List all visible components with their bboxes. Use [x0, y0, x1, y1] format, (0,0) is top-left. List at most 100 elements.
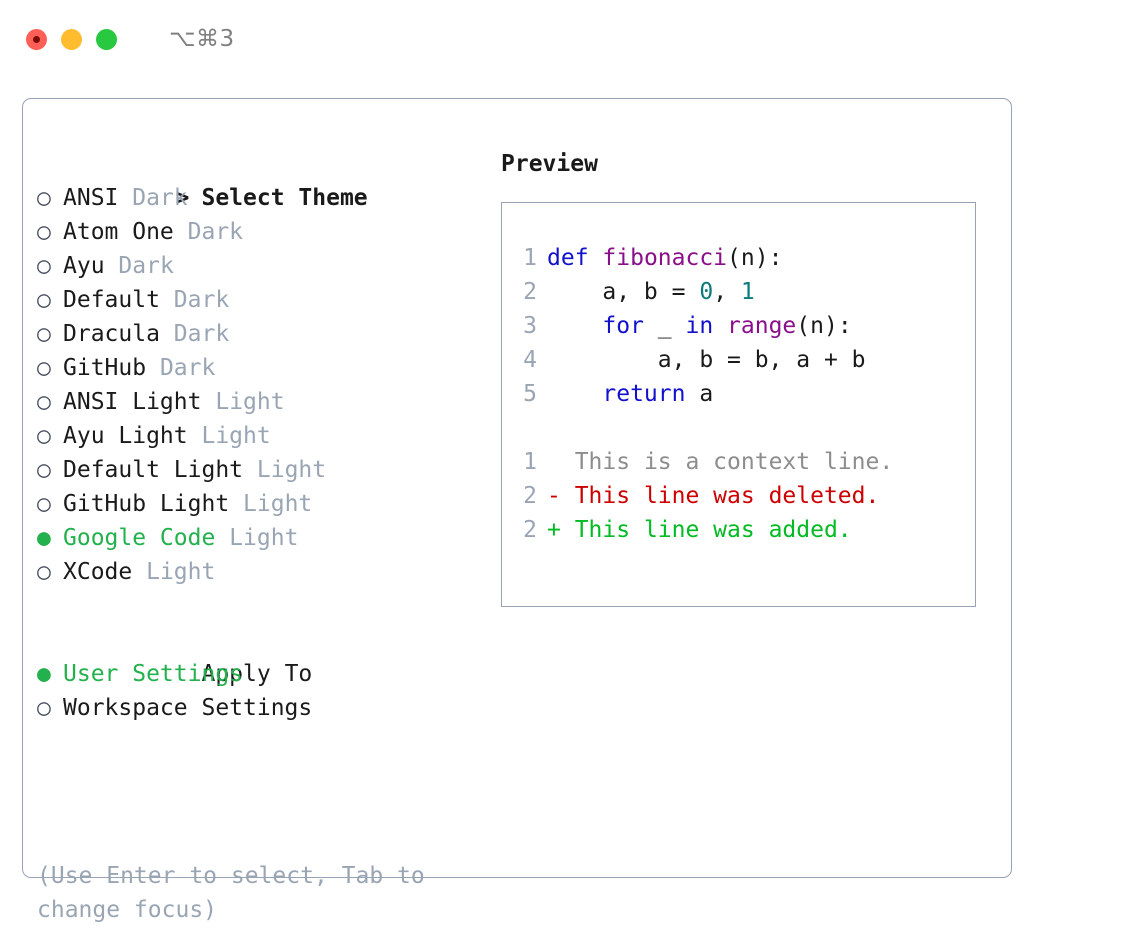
select-theme-header: >Select Theme — [37, 147, 487, 211]
theme-variant-badge: Dark — [159, 355, 216, 381]
theme-option-ayu-light[interactable]: ○Ayu Light Light — [37, 419, 487, 453]
line-number: 2 — [523, 517, 537, 543]
apply-to-option-workspace-settings[interactable]: ○Workspace Settings — [37, 691, 487, 725]
theme-option-ansi[interactable]: ○ANSI Dark — [37, 181, 487, 215]
theme-option-label: Default — [63, 287, 160, 313]
apply-to-option-user-settings[interactable]: ● User Settings — [37, 657, 487, 691]
theme-option-label: GitHub — [63, 355, 147, 381]
traffic-light-group — [26, 28, 117, 50]
code-token: fibonacci — [602, 245, 728, 271]
code-line: 3 for _ in range(n): — [513, 309, 969, 343]
code-token: def — [547, 245, 589, 271]
theme-option-label: ANSI Light — [63, 389, 202, 415]
label-tag-space — [229, 491, 243, 517]
theme-option-label: ANSI — [63, 185, 119, 211]
zoom-button[interactable] — [96, 28, 117, 50]
title-bar: ⌥⌘3 — [0, 0, 1140, 78]
code-token — [713, 313, 727, 339]
radio-unselected-icon: ○ — [37, 559, 51, 585]
code-token: 0 — [699, 279, 714, 305]
code-token — [547, 313, 602, 339]
theme-option-dracula[interactable]: ○Dracula Dark — [37, 317, 487, 351]
code-token: return — [602, 381, 686, 407]
diff-marker — [547, 449, 561, 475]
line-number: 4 — [523, 347, 537, 373]
theme-option-github[interactable]: ○ GitHub Dark — [37, 351, 487, 385]
code-token — [589, 245, 603, 271]
radio-unselected-icon: ○ — [37, 287, 51, 313]
radio-unselected-icon: ○ — [37, 457, 51, 483]
code-token: , — [713, 279, 741, 305]
theme-picker-panel: >Select Theme ○ANSI Dark○Atom One Dark○A… — [22, 98, 1012, 923]
code-token: a, b = — [547, 279, 700, 305]
code-token: (n): — [727, 245, 783, 271]
code-token: 1 — [740, 279, 755, 305]
label-tag-space — [105, 253, 119, 279]
theme-option-label: Dracula — [63, 321, 160, 347]
close-button[interactable] — [26, 28, 47, 50]
theme-option-label: Ayu Light — [63, 423, 188, 449]
theme-option-default-light[interactable]: ○Default Light Light — [37, 453, 487, 487]
radio-unselected-icon: ○ — [37, 355, 51, 381]
theme-option-label: Atom One — [63, 219, 174, 245]
keyboard-shortcut-label: ⌥⌘3 — [169, 26, 235, 52]
label-tag-space — [215, 525, 229, 551]
diff-marker: - — [547, 483, 561, 509]
code-token: _ — [643, 313, 686, 339]
apply-to-label: Apply To — [201, 661, 313, 687]
diff-sample: 1 This is a context line.2- This line wa… — [513, 445, 969, 547]
label-tag-space — [160, 287, 174, 313]
label-tag-space — [188, 423, 202, 449]
theme-option-ayu[interactable]: ○Ayu Dark — [37, 249, 487, 283]
theme-option-ansi-light[interactable]: ○ ANSI Light Light — [37, 385, 487, 419]
code-token: (n): — [796, 313, 852, 339]
diff-text: This line was added. — [560, 517, 852, 543]
page-title: Select Theme — [201, 185, 368, 211]
line-number: 3 — [523, 313, 537, 339]
diff-marker: + — [547, 517, 561, 543]
label-tag-space — [118, 185, 132, 211]
code-token: a — [685, 381, 714, 407]
label-tag-space — [243, 457, 257, 483]
theme-variant-badge: Light — [215, 389, 285, 415]
code-line: 5 return a — [513, 377, 969, 411]
label-tag-space — [174, 219, 188, 245]
theme-option-default[interactable]: ○ Default Dark — [37, 283, 487, 317]
theme-option-google-code[interactable]: ●Google Code Light — [37, 521, 487, 555]
theme-option-label: XCode — [63, 559, 133, 585]
theme-option-atom-one[interactable]: ○Atom One Dark — [37, 215, 487, 249]
theme-option-label: GitHub Light — [63, 491, 230, 517]
theme-list-column: >Select Theme ○ANSI Dark○Atom One Dark○A… — [37, 147, 487, 725]
list-spacer — [37, 589, 487, 623]
diff-line-del: 2- This line was deleted. — [513, 479, 969, 513]
line-number: 2 — [523, 483, 537, 509]
theme-variant-badge: Light — [243, 491, 313, 517]
line-number: 1 — [523, 449, 537, 475]
theme-option-xcode[interactable]: ○ XCode Light — [37, 555, 487, 589]
theme-variant-badge: Light — [256, 457, 327, 483]
theme-option-github-light[interactable]: ○ GitHub Light Light — [37, 487, 487, 521]
theme-variant-badge: Dark — [118, 253, 174, 279]
code-token: range — [727, 313, 797, 339]
diff-line-ctx: 1 This is a context line. — [513, 445, 969, 479]
theme-variant-badge: Dark — [173, 287, 230, 313]
radio-unselected-icon: ○ — [37, 389, 51, 415]
radio-unselected-icon: ○ — [37, 695, 51, 721]
radio-selected-icon: ● — [37, 661, 51, 687]
theme-option-label: Google Code — [63, 525, 216, 551]
radio-unselected-icon: ○ — [37, 491, 51, 517]
apply-to-header: Apply To — [37, 623, 487, 687]
radio-unselected-icon: ○ — [37, 423, 51, 449]
theme-variant-badge: Light — [146, 559, 216, 585]
apply-to-option-label: User Settings — [63, 661, 244, 687]
preview-title: Preview — [501, 151, 598, 177]
label-tag-space — [201, 389, 215, 415]
theme-variant-badge: Dark — [173, 321, 230, 347]
theme-variant-badge: Dark — [187, 219, 244, 245]
radio-unselected-icon: ○ — [37, 185, 51, 211]
code-token: for — [602, 313, 644, 339]
minimize-button[interactable] — [61, 28, 82, 50]
